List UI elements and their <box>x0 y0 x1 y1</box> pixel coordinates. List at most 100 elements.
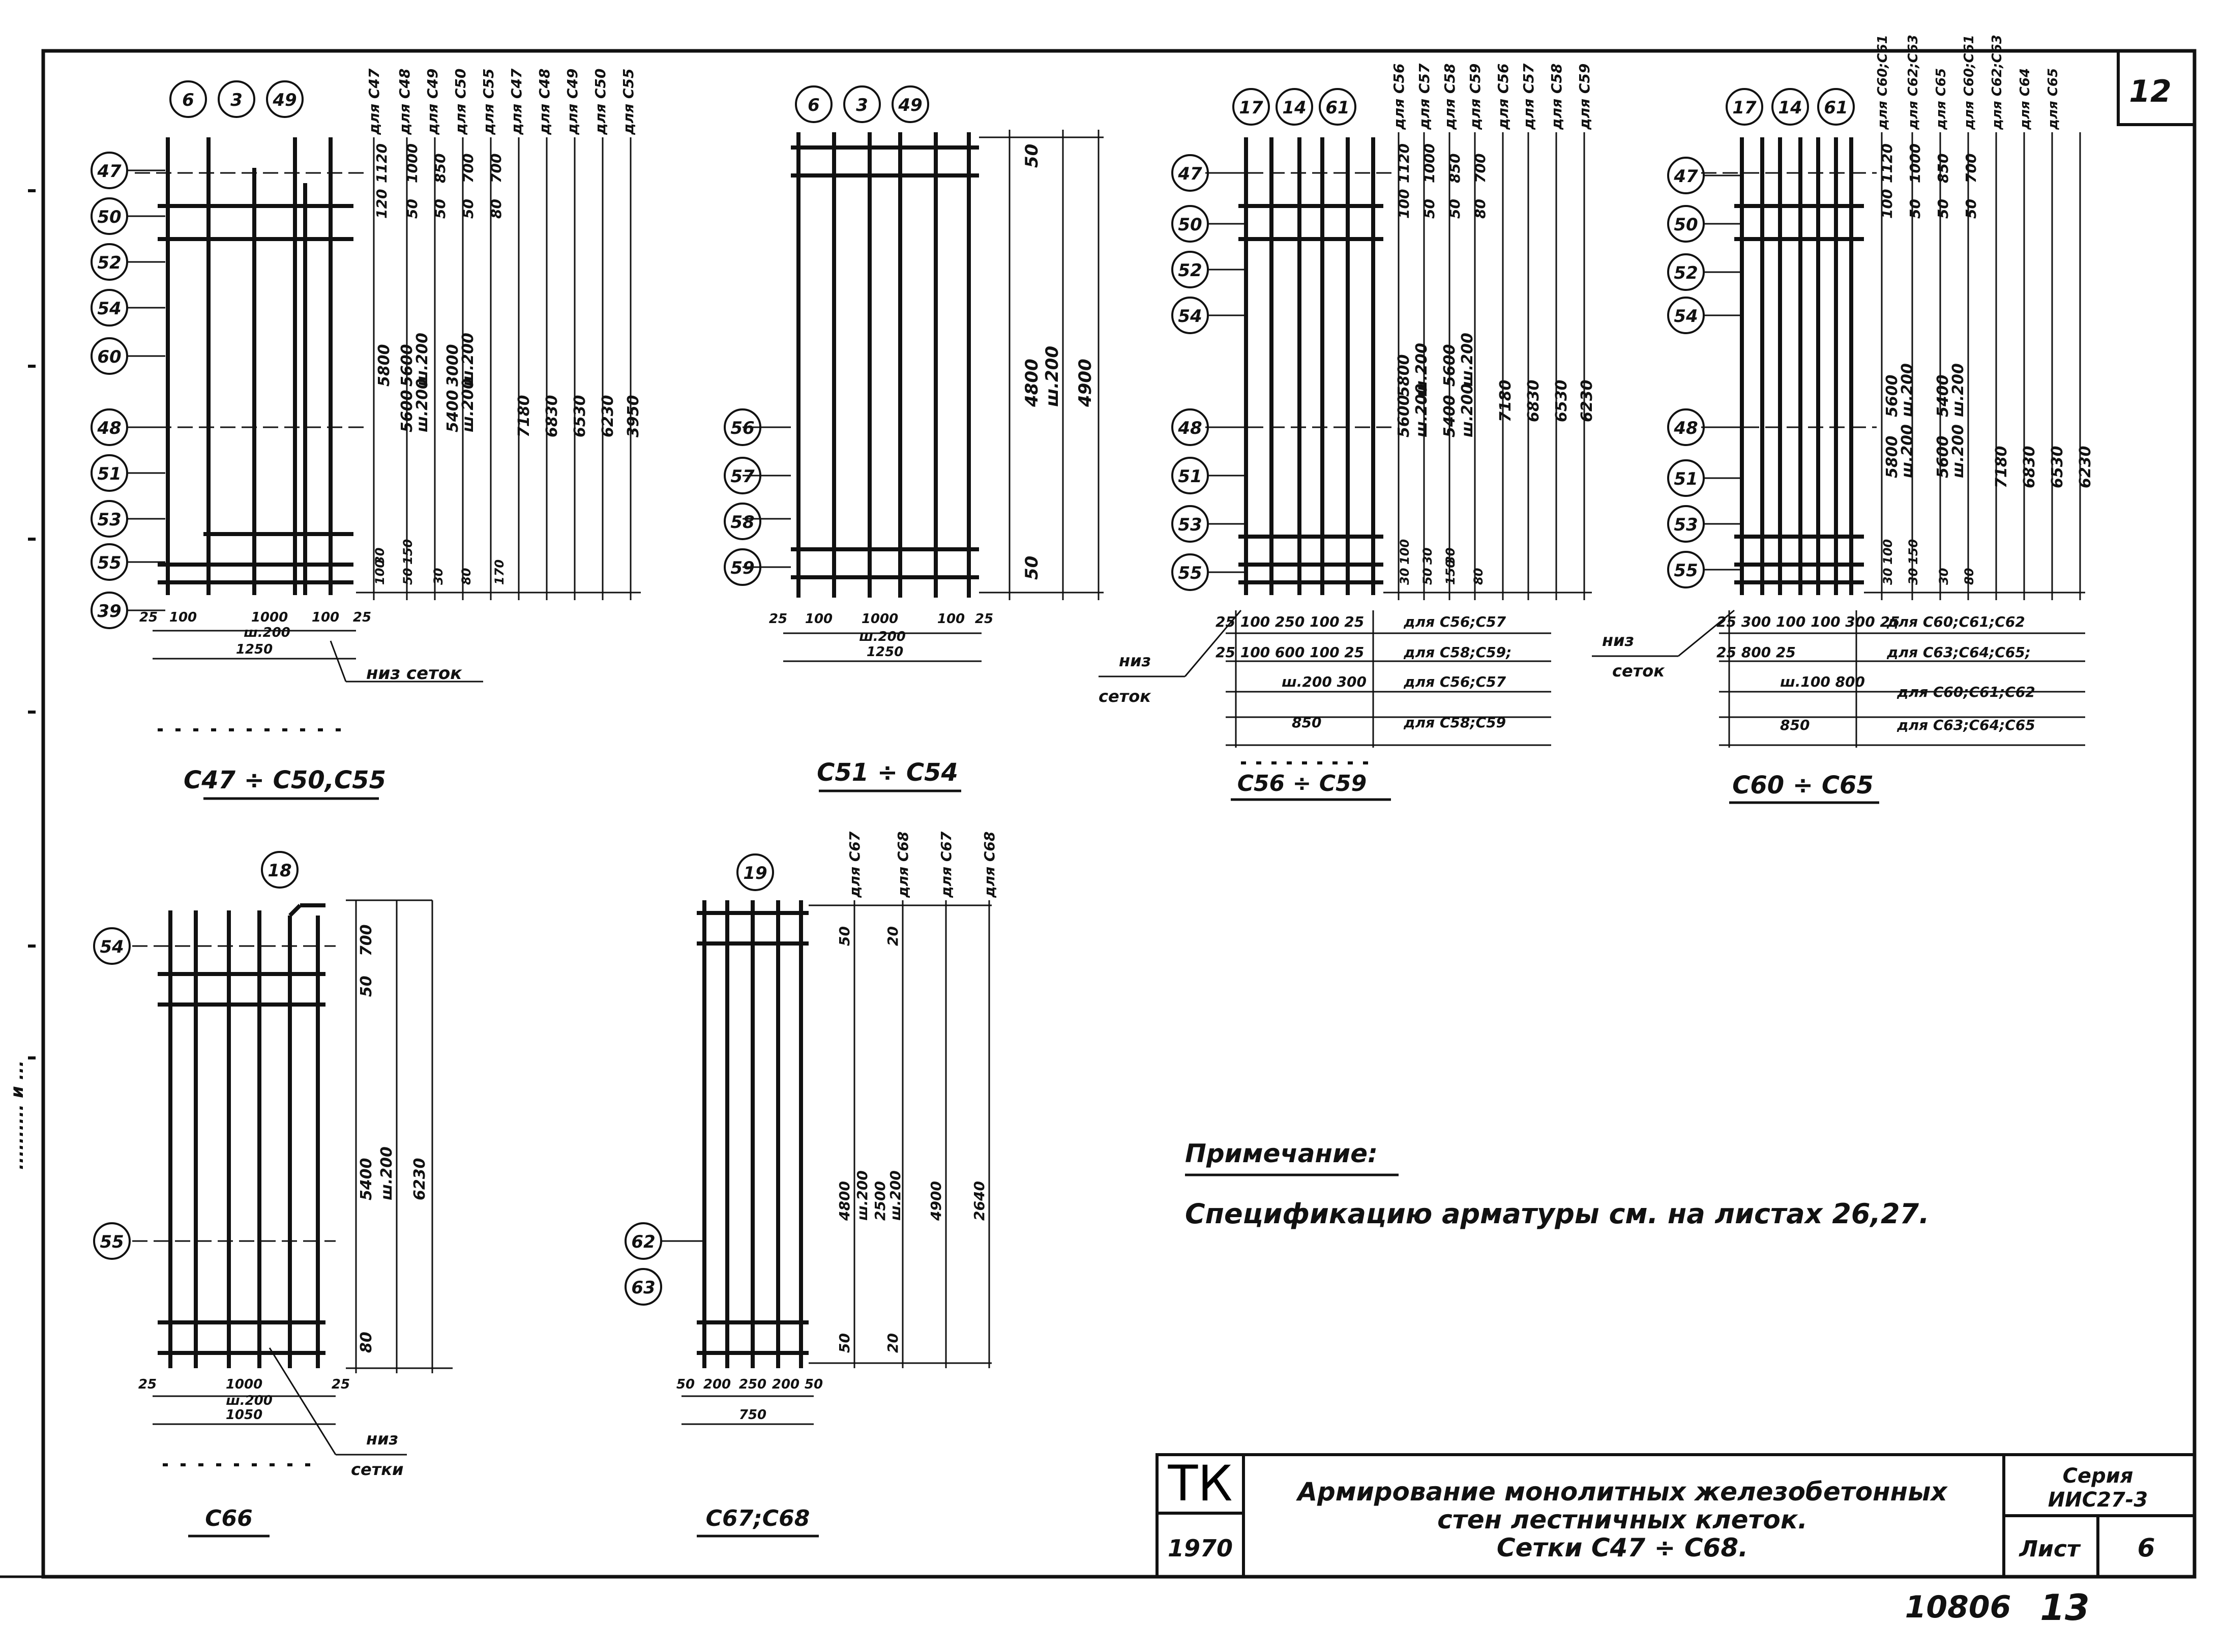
dim-c66-4: 6230 <box>411 1158 429 1201</box>
note-c66-bottom-0: низ <box>366 1429 398 1449</box>
dim-label-4: ш.200 <box>413 333 431 387</box>
hdr-c56-5: для С57 <box>1520 63 1537 130</box>
dim-label-6: 5400 <box>1441 395 1459 438</box>
wr-c56-2-dims: ш.200 300 <box>1282 673 1367 690</box>
dim-label-3: 150 <box>401 539 415 565</box>
w-c47-1: 100 <box>169 610 197 625</box>
hdr-c60-4: для С62;С63 <box>1990 35 2005 130</box>
side-mark-8: 55 <box>97 553 121 573</box>
hdr-c56-1: для С57 <box>1416 63 1433 130</box>
dim-label-9: 6830 <box>1525 380 1543 423</box>
wr-c60-3-dims: 850 <box>1780 717 1810 733</box>
mark-c66-top-0: 18 <box>268 861 291 881</box>
dim-label-11: 6230 <box>1578 380 1596 423</box>
wr-c56-1-label: для С58;С59; <box>1403 644 1511 661</box>
dim-c67-9: 20 <box>884 1333 901 1353</box>
dim-label-4: 50 <box>432 199 449 219</box>
dim-c67-3: ш.200 <box>854 1170 871 1221</box>
page-number: 12 <box>2129 74 2172 109</box>
dim-label-1: 30 <box>373 548 387 565</box>
w-c66-3: 25 <box>332 1377 350 1392</box>
dim-label-3: 1000 <box>1907 143 1923 183</box>
side-mark-3: 54 <box>97 299 121 319</box>
dim-c51-2: ш.200 <box>1042 346 1062 407</box>
caption-c51: С51 ÷ С54 <box>817 758 958 787</box>
dim-c66-1: 50 <box>358 976 375 997</box>
caption-c66: С66 <box>205 1506 253 1531</box>
side-mark-5: 51 <box>1674 469 1698 489</box>
dim-label-4: 5600 <box>1441 344 1459 387</box>
dim-label-7: 3000 <box>444 344 462 387</box>
note-c60-bottom-1: сеток <box>1612 661 1665 681</box>
mark-c67-top-0: 19 <box>743 863 767 883</box>
hdr-c67-3: для С68 <box>981 832 998 898</box>
hdr-c67-2: для С67 <box>938 831 955 898</box>
dim-label-10: 6530 <box>2049 446 2066 489</box>
wr-c56-3-label: для С58;С59 <box>1403 714 1506 731</box>
side-mark-2: 52 <box>97 253 121 273</box>
dim-label-6: 50 <box>1963 199 1979 219</box>
mark-c56-top-0: 17 <box>1239 98 1263 118</box>
hdr-c47-3: для С50 <box>452 69 469 135</box>
side-mark-3: 54 <box>1178 306 1202 327</box>
note-c47-bottom: низ сеток <box>366 663 462 684</box>
mark-c56-top-2: 61 <box>1325 98 1349 118</box>
side-stamp: .......... и ... <box>7 1060 27 1170</box>
wr-c60-2-dims: ш.100 800 <box>1780 673 1865 690</box>
dim-label-11: 6530 <box>571 395 589 438</box>
dim-c51-0: 50 <box>1022 144 1042 168</box>
dim-label-4: 150 <box>1443 559 1458 585</box>
dim-label-8: 80 <box>488 199 505 219</box>
side-mark-5: 48 <box>97 418 121 438</box>
dim-label-7: 700 <box>460 154 477 183</box>
dim-label-3: 5600 <box>398 344 416 387</box>
dim-label-5: 30 <box>1443 548 1458 565</box>
w-c66-0: 25 <box>138 1377 157 1392</box>
note-c60-bottom-0: низ <box>1602 631 1634 650</box>
dim-c51-4: 50 <box>1022 556 1042 580</box>
wr-c56-0-label: для С56;С57 <box>1403 613 1506 630</box>
dim-label-4: 30 <box>1937 568 1951 585</box>
side-mark-9: 39 <box>97 601 121 622</box>
hdr-c47-4: для С55 <box>480 69 497 135</box>
dim-label-6: 80 <box>1471 568 1486 585</box>
dim-label-0: 30 <box>1398 568 1412 585</box>
dim-label-1: 1120 <box>1879 143 1895 183</box>
w-c47-6: 1250 <box>236 642 273 657</box>
left-margin-ticks <box>28 189 36 1059</box>
mark-c47-top-1: 3 <box>230 90 243 110</box>
w-c51-3: ш.200 <box>859 629 906 644</box>
side-mark-0: 47 <box>1177 164 1202 184</box>
w-c67-3: 200 <box>772 1377 799 1392</box>
side-mark-2: 52 <box>1178 260 1202 281</box>
page-number-box <box>2117 51 2195 126</box>
dim-c66-5: 80 <box>358 1332 375 1353</box>
dim-label-5: 80 <box>459 568 473 585</box>
side-mark-6: 53 <box>1178 515 1202 535</box>
dim-label-9: 700 <box>488 154 505 183</box>
side-mark-0: 47 <box>1673 166 1698 187</box>
hdr-c56-2: для С58 <box>1441 64 1458 130</box>
mark-c51-top-1: 3 <box>856 95 868 115</box>
dim-label-9: 6830 <box>2021 446 2038 489</box>
w-c67-1: 200 <box>703 1377 731 1392</box>
dim-label-6: 50 <box>460 199 477 219</box>
dim-label-0: 5800 <box>1883 436 1901 479</box>
hdr-c56-7: для С59 <box>1576 64 1593 130</box>
dim-label-2: 5600 <box>1883 375 1901 418</box>
mark-c60-top-2: 61 <box>1824 98 1848 118</box>
hdr-c60-0: для С60;С61 <box>1875 35 1890 130</box>
mark-c51-side-3: 59 <box>730 558 754 578</box>
mark-c51-side-2: 58 <box>730 512 754 533</box>
w-c66-1: 1000 <box>226 1377 262 1392</box>
dim-label-10: 6530 <box>1553 380 1570 423</box>
tb-org: ТК <box>1168 1455 1233 1512</box>
dim-label-2: 50 <box>404 199 421 219</box>
wr-c60-1-label: для С63;С64;С65; <box>1886 644 2031 661</box>
dim-label-0: 5800 <box>1395 355 1413 397</box>
tb-series-value: ИИС27-3 <box>2048 1488 2148 1512</box>
dim-c66-3: ш.200 <box>378 1146 396 1200</box>
